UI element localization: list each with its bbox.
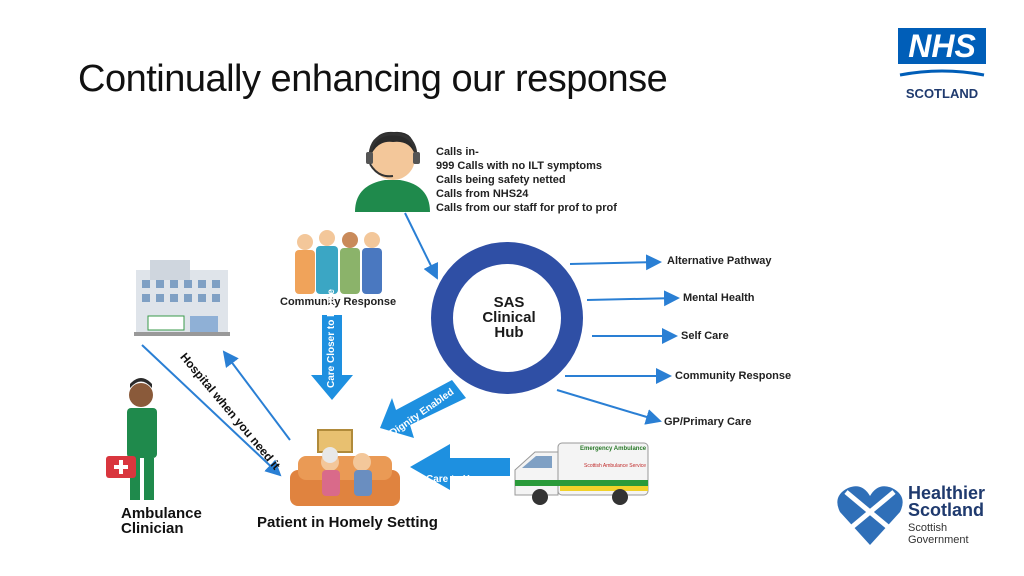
ambulance-clinician-line: Clinician: [121, 520, 184, 537]
hospital-illustration: [134, 260, 230, 336]
hs-line: Healthier: [908, 483, 986, 503]
calls-in-list: Calls in- 999 Calls with no ILT symptoms…: [436, 145, 617, 215]
care-to-you-label: Care to You: [426, 474, 482, 485]
patient-illustration: [290, 429, 400, 506]
ambulance-clinician-illustration: [106, 378, 157, 500]
nhs-logo-subtitle: SCOTLAND: [905, 86, 979, 101]
calls-line: Calls in-: [436, 146, 479, 158]
hub-label: SAS Clinical Hub: [466, 295, 552, 340]
slide-title: Continually enhancing our response: [78, 58, 668, 100]
arrow-to-hospital: [222, 350, 291, 441]
output-alternative-pathway: Alternative Pathway: [667, 255, 772, 267]
van-title: Emergency Ambulance: [580, 446, 647, 452]
scottish-government-text: Scottish Government: [908, 522, 969, 546]
patient-label: Patient in Homely Setting: [257, 514, 438, 531]
output-gp-primary-care: GP/Primary Care: [664, 416, 752, 428]
hub-label-line: Hub: [494, 324, 524, 341]
ambulance-clinician-line: Ambulance: [121, 505, 202, 522]
calls-line: Calls from our staff for prof to prof: [436, 202, 617, 214]
calls-line: 999 Calls with no ILT symptoms: [436, 160, 603, 172]
hub-label-line: SAS: [493, 294, 525, 311]
nhs-logo-letters: NHS: [898, 28, 986, 64]
care-closer-label: Care Closer to Home: [326, 289, 337, 388]
block-arrows: [311, 315, 510, 490]
ambulance-clinician-label: Ambulance Clinician: [121, 506, 202, 536]
hub-output-arrows: [556, 254, 680, 425]
call-handler-illustration: [355, 131, 430, 212]
clinical-hub-ring: [431, 242, 583, 394]
community-group-illustration: [295, 230, 382, 294]
nhs-logo-swoosh: [899, 69, 985, 77]
van-service: Scottish Ambulance Service: [584, 463, 646, 469]
calls-line: Calls from NHS24: [436, 188, 529, 200]
hs-gov-line: Government: [908, 534, 969, 546]
calls-line: Calls being safety netted: [436, 174, 566, 186]
output-self-care: Self Care: [681, 330, 729, 342]
hs-line: Scotland: [908, 500, 985, 520]
output-community-response: Community Response: [675, 370, 792, 382]
output-mental-health: Mental Health: [683, 292, 755, 304]
hub-label-line: Clinical: [482, 309, 536, 326]
hs-gov-line: Scottish: [908, 522, 948, 534]
arrow-to-patient-left: [141, 344, 282, 477]
arrow-calls-to-hub: [404, 212, 438, 280]
ambulance-van-illustration: [514, 442, 649, 505]
nhs-scotland-logo: NHS SCOTLAND: [898, 28, 994, 101]
healthier-scotland-heart-icon: [837, 486, 903, 545]
healthier-scotland-logo-text: Healthier Scotland: [908, 483, 986, 520]
community-response-label: Community Response: [280, 296, 397, 308]
